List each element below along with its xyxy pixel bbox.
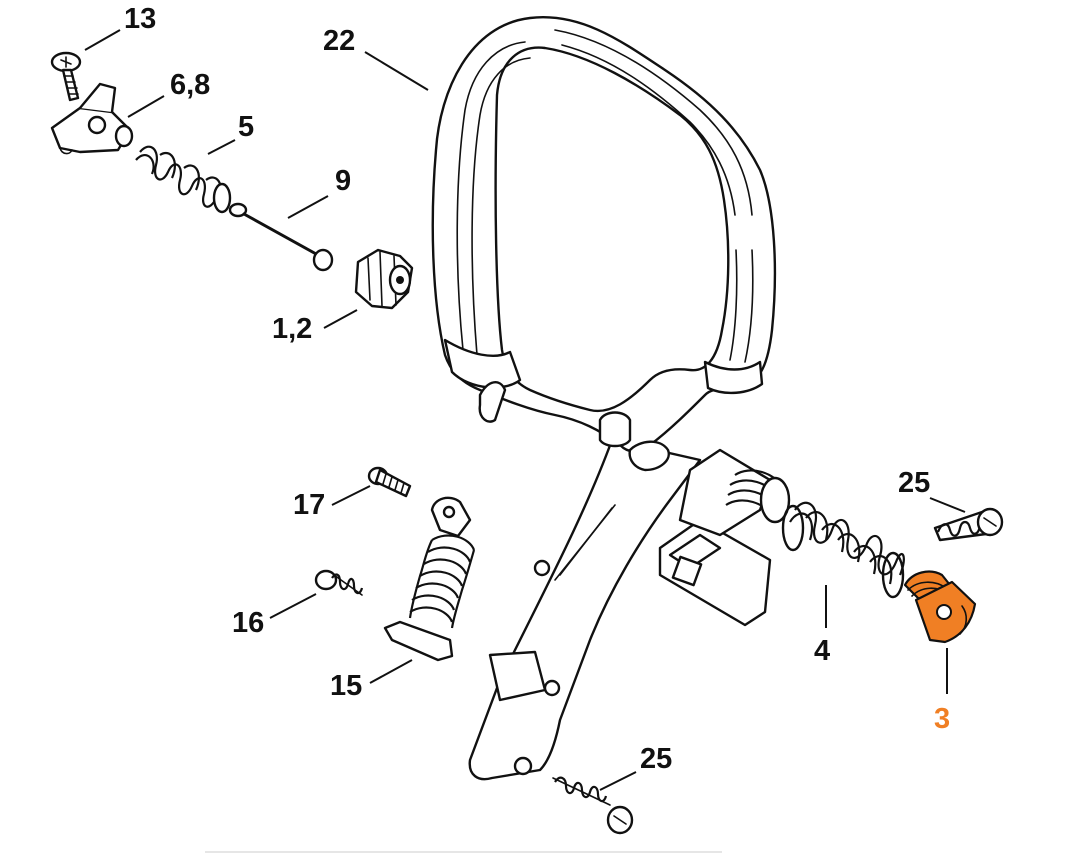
label-9: 9	[335, 165, 351, 197]
label-22: 22	[323, 25, 355, 57]
leader-13	[84, 29, 121, 51]
leader-6-8	[127, 95, 165, 118]
label-16: 16	[232, 607, 264, 639]
part-22-handlebar[interactable]	[431, 16, 777, 781]
part-16-screw[interactable]	[314, 569, 364, 596]
part-4-spring[interactable]	[781, 501, 905, 599]
part-5-spring[interactable]	[135, 145, 232, 214]
part-25-screw-upper[interactable]	[933, 507, 1004, 542]
leader-16	[269, 593, 317, 619]
label-25-lower: 25	[640, 743, 672, 775]
leader-25-upper	[929, 497, 966, 513]
part-3-stop-highlighted[interactable]	[903, 570, 977, 644]
part-6-8-clamp[interactable]	[50, 82, 134, 155]
leader-17	[331, 485, 371, 506]
label-17: 17	[293, 489, 325, 521]
part-13-screw[interactable]	[50, 51, 82, 102]
part-9-rod[interactable]	[228, 202, 334, 272]
part-25-screw-lower[interactable]	[552, 776, 634, 835]
leader-9	[287, 195, 329, 219]
label-5: 5	[238, 111, 254, 143]
leader-5	[207, 139, 236, 155]
leader-25-lower	[599, 771, 637, 791]
label-15: 15	[330, 670, 362, 702]
label-3: 3	[934, 703, 950, 735]
part-17-screw[interactable]	[367, 466, 412, 498]
part-1-2-buffer[interactable]	[354, 248, 414, 310]
leader-22	[364, 51, 429, 91]
part-15-spring-bracket[interactable]	[383, 496, 476, 662]
label-25-upper: 25	[898, 467, 930, 499]
label-6-8: 6,8	[170, 69, 210, 101]
label-1-2: 1,2	[272, 313, 312, 345]
mount-bracket	[658, 448, 791, 627]
label-4: 4	[814, 635, 830, 667]
leader-15	[369, 659, 413, 684]
leader-1-2	[323, 309, 358, 329]
label-13: 13	[124, 3, 156, 35]
